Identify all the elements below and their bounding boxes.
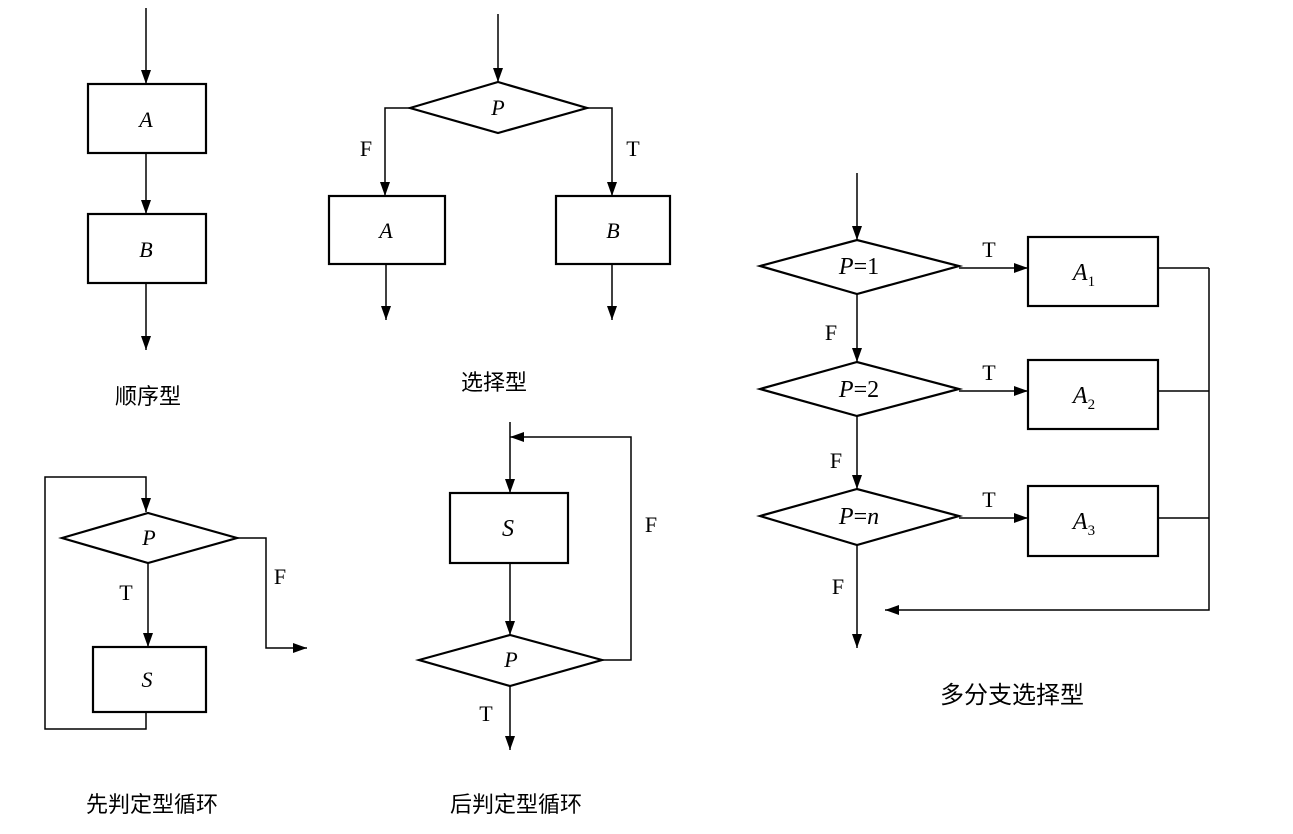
multi-action-1-box — [1026, 235, 1160, 308]
multi-true-1-label: T — [982, 237, 996, 262]
multi-condition-1-label: P=1 — [838, 254, 879, 280]
multi-action-2-sub: 2 — [1088, 397, 1096, 413]
selection-box-b — [554, 194, 672, 266]
multi-action-3-name: A — [1071, 509, 1088, 535]
multi-action-3-sub: 3 — [1088, 523, 1096, 539]
while-body-label: S — [142, 667, 153, 692]
multi-branch-diagram: P=1 T A1 F P=2 T A2 F P=n T A3 F 多分支选择型 — [755, 173, 1210, 709]
multi-condition-3-val: n — [867, 504, 879, 530]
multi-condition-1-diamond — [755, 238, 964, 296]
multi-condition-2-label: P=2 — [838, 377, 879, 403]
multi-action-1-name: A — [1071, 260, 1088, 286]
multi-action-1-sub: 1 — [1088, 274, 1096, 290]
multi-action-1-label: A1 — [1071, 260, 1095, 290]
multi-false-3-label: F — [832, 574, 844, 599]
sequence-caption: 顺序型 — [115, 385, 181, 410]
while-loop-diagram: P T F S 先判定型循环 — [44, 476, 307, 818]
until-false-label: F — [645, 512, 657, 537]
sequence-diagram: A B 顺序型 — [86, 8, 208, 410]
multi-action-2-name: A — [1071, 383, 1088, 409]
until-loop-diagram: S P F T 后判定型循环 — [414, 422, 657, 818]
while-loop-caption: 先判定型循环 — [86, 793, 218, 818]
multi-condition-2-op: = — [854, 377, 868, 403]
selection-box-b-label: B — [606, 218, 619, 243]
while-false-label: F — [274, 564, 286, 589]
selection-caption: 选择型 — [461, 371, 527, 396]
until-condition-label: P — [503, 647, 517, 672]
multi-condition-1-var: P — [838, 254, 854, 280]
multi-condition-2-var: P — [838, 377, 854, 403]
multi-action-2-label: A2 — [1071, 383, 1095, 413]
multi-condition-2-val: 2 — [867, 377, 879, 403]
multi-condition-3-op: = — [854, 504, 868, 530]
while-condition-label: P — [141, 525, 155, 550]
multi-action-2-box — [1026, 358, 1160, 431]
sequence-box-b — [86, 212, 208, 285]
selection-true-label: T — [626, 136, 640, 161]
selection-box-a — [327, 194, 447, 266]
multi-true-2-label: T — [982, 360, 996, 385]
multi-false-1-label: F — [825, 320, 837, 345]
selection-false-branch — [380, 107, 410, 196]
while-loop-back-edge — [44, 476, 151, 730]
multi-false-2-label: F — [830, 448, 842, 473]
multi-condition-3-diamond — [756, 487, 964, 547]
multi-condition-2-diamond — [755, 360, 964, 418]
while-true-label: T — [119, 580, 133, 605]
multi-merge-return-arrow — [885, 268, 1210, 615]
until-body-label: S — [502, 516, 514, 542]
multi-true-3-label: T — [982, 487, 996, 512]
multi-condition-1-op: = — [854, 254, 868, 280]
selection-false-label: F — [360, 136, 372, 161]
selection-true-branch — [587, 107, 617, 196]
multi-action-3-box — [1026, 484, 1160, 558]
selection-box-a-label: A — [377, 218, 393, 243]
while-false-exit-arrow — [237, 537, 307, 653]
multi-condition-1-val: 1 — [867, 254, 879, 280]
while-body-box — [91, 645, 208, 714]
until-loop-caption: 后判定型循环 — [450, 793, 582, 818]
sequence-box-b-label: B — [139, 237, 152, 262]
multi-condition-3-label: P=n — [838, 504, 879, 530]
until-body-box — [448, 491, 570, 565]
sequence-box-a — [86, 82, 208, 155]
until-false-back-edge — [510, 432, 632, 661]
multi-action-3-label: A3 — [1071, 509, 1095, 539]
multi-condition-3-var: P — [838, 504, 854, 530]
selection-diagram: P F T A B 选择型 — [327, 14, 672, 396]
multi-branch-caption: 多分支选择型 — [940, 681, 1084, 709]
sequence-box-a-label: A — [137, 107, 153, 132]
selection-condition-label: P — [490, 95, 504, 120]
until-true-label: T — [479, 701, 493, 726]
